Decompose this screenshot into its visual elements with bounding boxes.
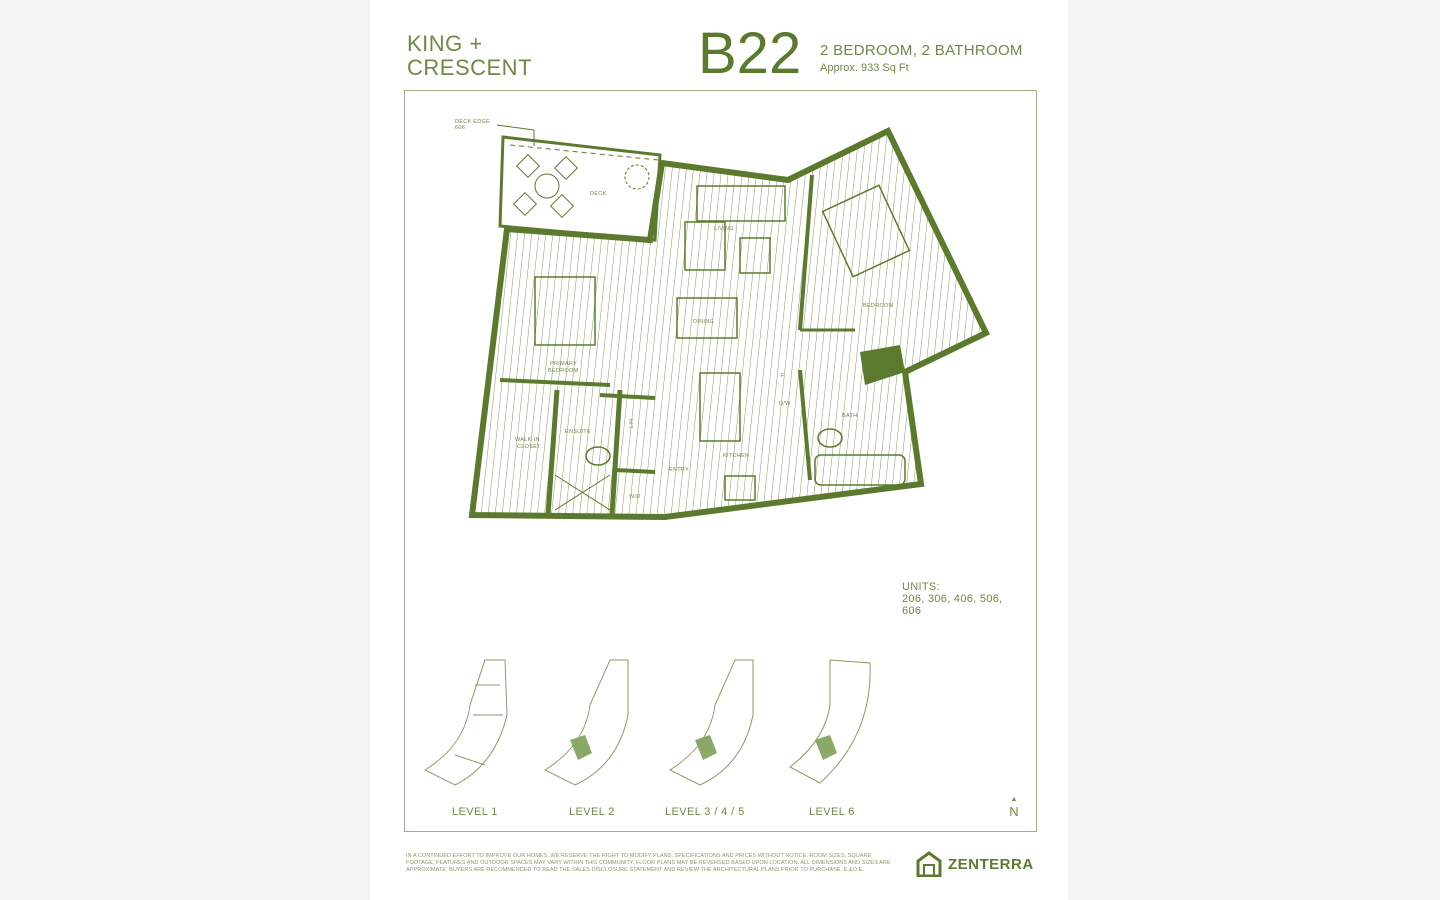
logo-text: ZENTERRA (948, 855, 1034, 873)
deck-edge-label: DECK EDGE (455, 119, 490, 125)
floor-plan: DECK EDGE 606 DECK LIVING DINING BEDROOM… (455, 119, 991, 521)
key-plan-label: LEVEL 1 (452, 806, 498, 818)
key-plan-level-6 (789, 659, 871, 784)
room-label-primary-bedroom: BEDROOM (548, 368, 579, 374)
units-list: UNITS: 206, 306, 406, 506, 606 (902, 581, 1022, 617)
room-label-dining: DINING (693, 319, 714, 325)
north-label: N (1009, 804, 1019, 819)
room-label-deck: DECK (590, 191, 607, 197)
plan-frame (404, 90, 1037, 832)
room-label-kitchen: KITCHEN (723, 453, 749, 459)
interior-walls (499, 174, 911, 516)
room-label-bedroom: BEDROOM (863, 303, 894, 309)
project-logo-text: KING + CRESCENT (407, 32, 532, 80)
units-heading: UNITS: (902, 581, 940, 593)
room-label-wd: W/D (629, 494, 641, 500)
north-arrow-icon: ▲ (1010, 796, 1018, 803)
room-label-linen: LIN (629, 419, 635, 428)
key-plan-level-2 (543, 659, 629, 786)
key-plan-level-1 (423, 659, 508, 786)
deck (496, 124, 662, 242)
key-plan-label: LEVEL 3 / 4 / 5 (665, 806, 745, 818)
key-plan-label: LEVEL 2 (569, 806, 615, 818)
brand-line-1: KING + (407, 31, 483, 56)
room-label-walkin: WALK-IN (515, 437, 540, 443)
deck-edge-unit: 606 (455, 125, 465, 131)
floorplan-sheet: KING + CRESCENT B22 2 BEDROOM, 2 BATHROO… (370, 0, 1068, 900)
plant-icon (624, 164, 650, 190)
key-plan-label: LEVEL 6 (809, 806, 855, 818)
room-label-dw: D/W (779, 401, 791, 407)
unit-type: 2 BEDROOM, 2 BATHROOM (820, 42, 1023, 59)
north-arrow: ▲ N (1007, 794, 1021, 818)
room-label-fridge: F (781, 373, 785, 379)
units-values: 206, 306, 406, 506, 606 (902, 593, 1003, 617)
room-label-ensuite: ENSUITE (565, 429, 591, 435)
room-label-entry: ENTRY (669, 467, 689, 473)
key-plan-level-3-4-5 (668, 659, 754, 786)
house-logo-icon (916, 851, 942, 877)
zenterra-logo: ZENTERRA (916, 851, 1034, 877)
disclaimer: In a continued effort to improve our hom… (406, 853, 891, 873)
unit-code: B22 (698, 21, 802, 86)
room-label-primary: PRIMARY (550, 361, 577, 367)
room-label-living: LIVING (714, 226, 734, 232)
room-label-closet: CLOSET (517, 444, 541, 450)
room-label-bath: BATH (842, 413, 857, 419)
key-plans (423, 659, 871, 786)
unit-area: Approx. 933 Sq Ft (820, 62, 909, 74)
unit-outline (468, 126, 991, 521)
brand-line-2: CRESCENT (407, 55, 533, 80)
